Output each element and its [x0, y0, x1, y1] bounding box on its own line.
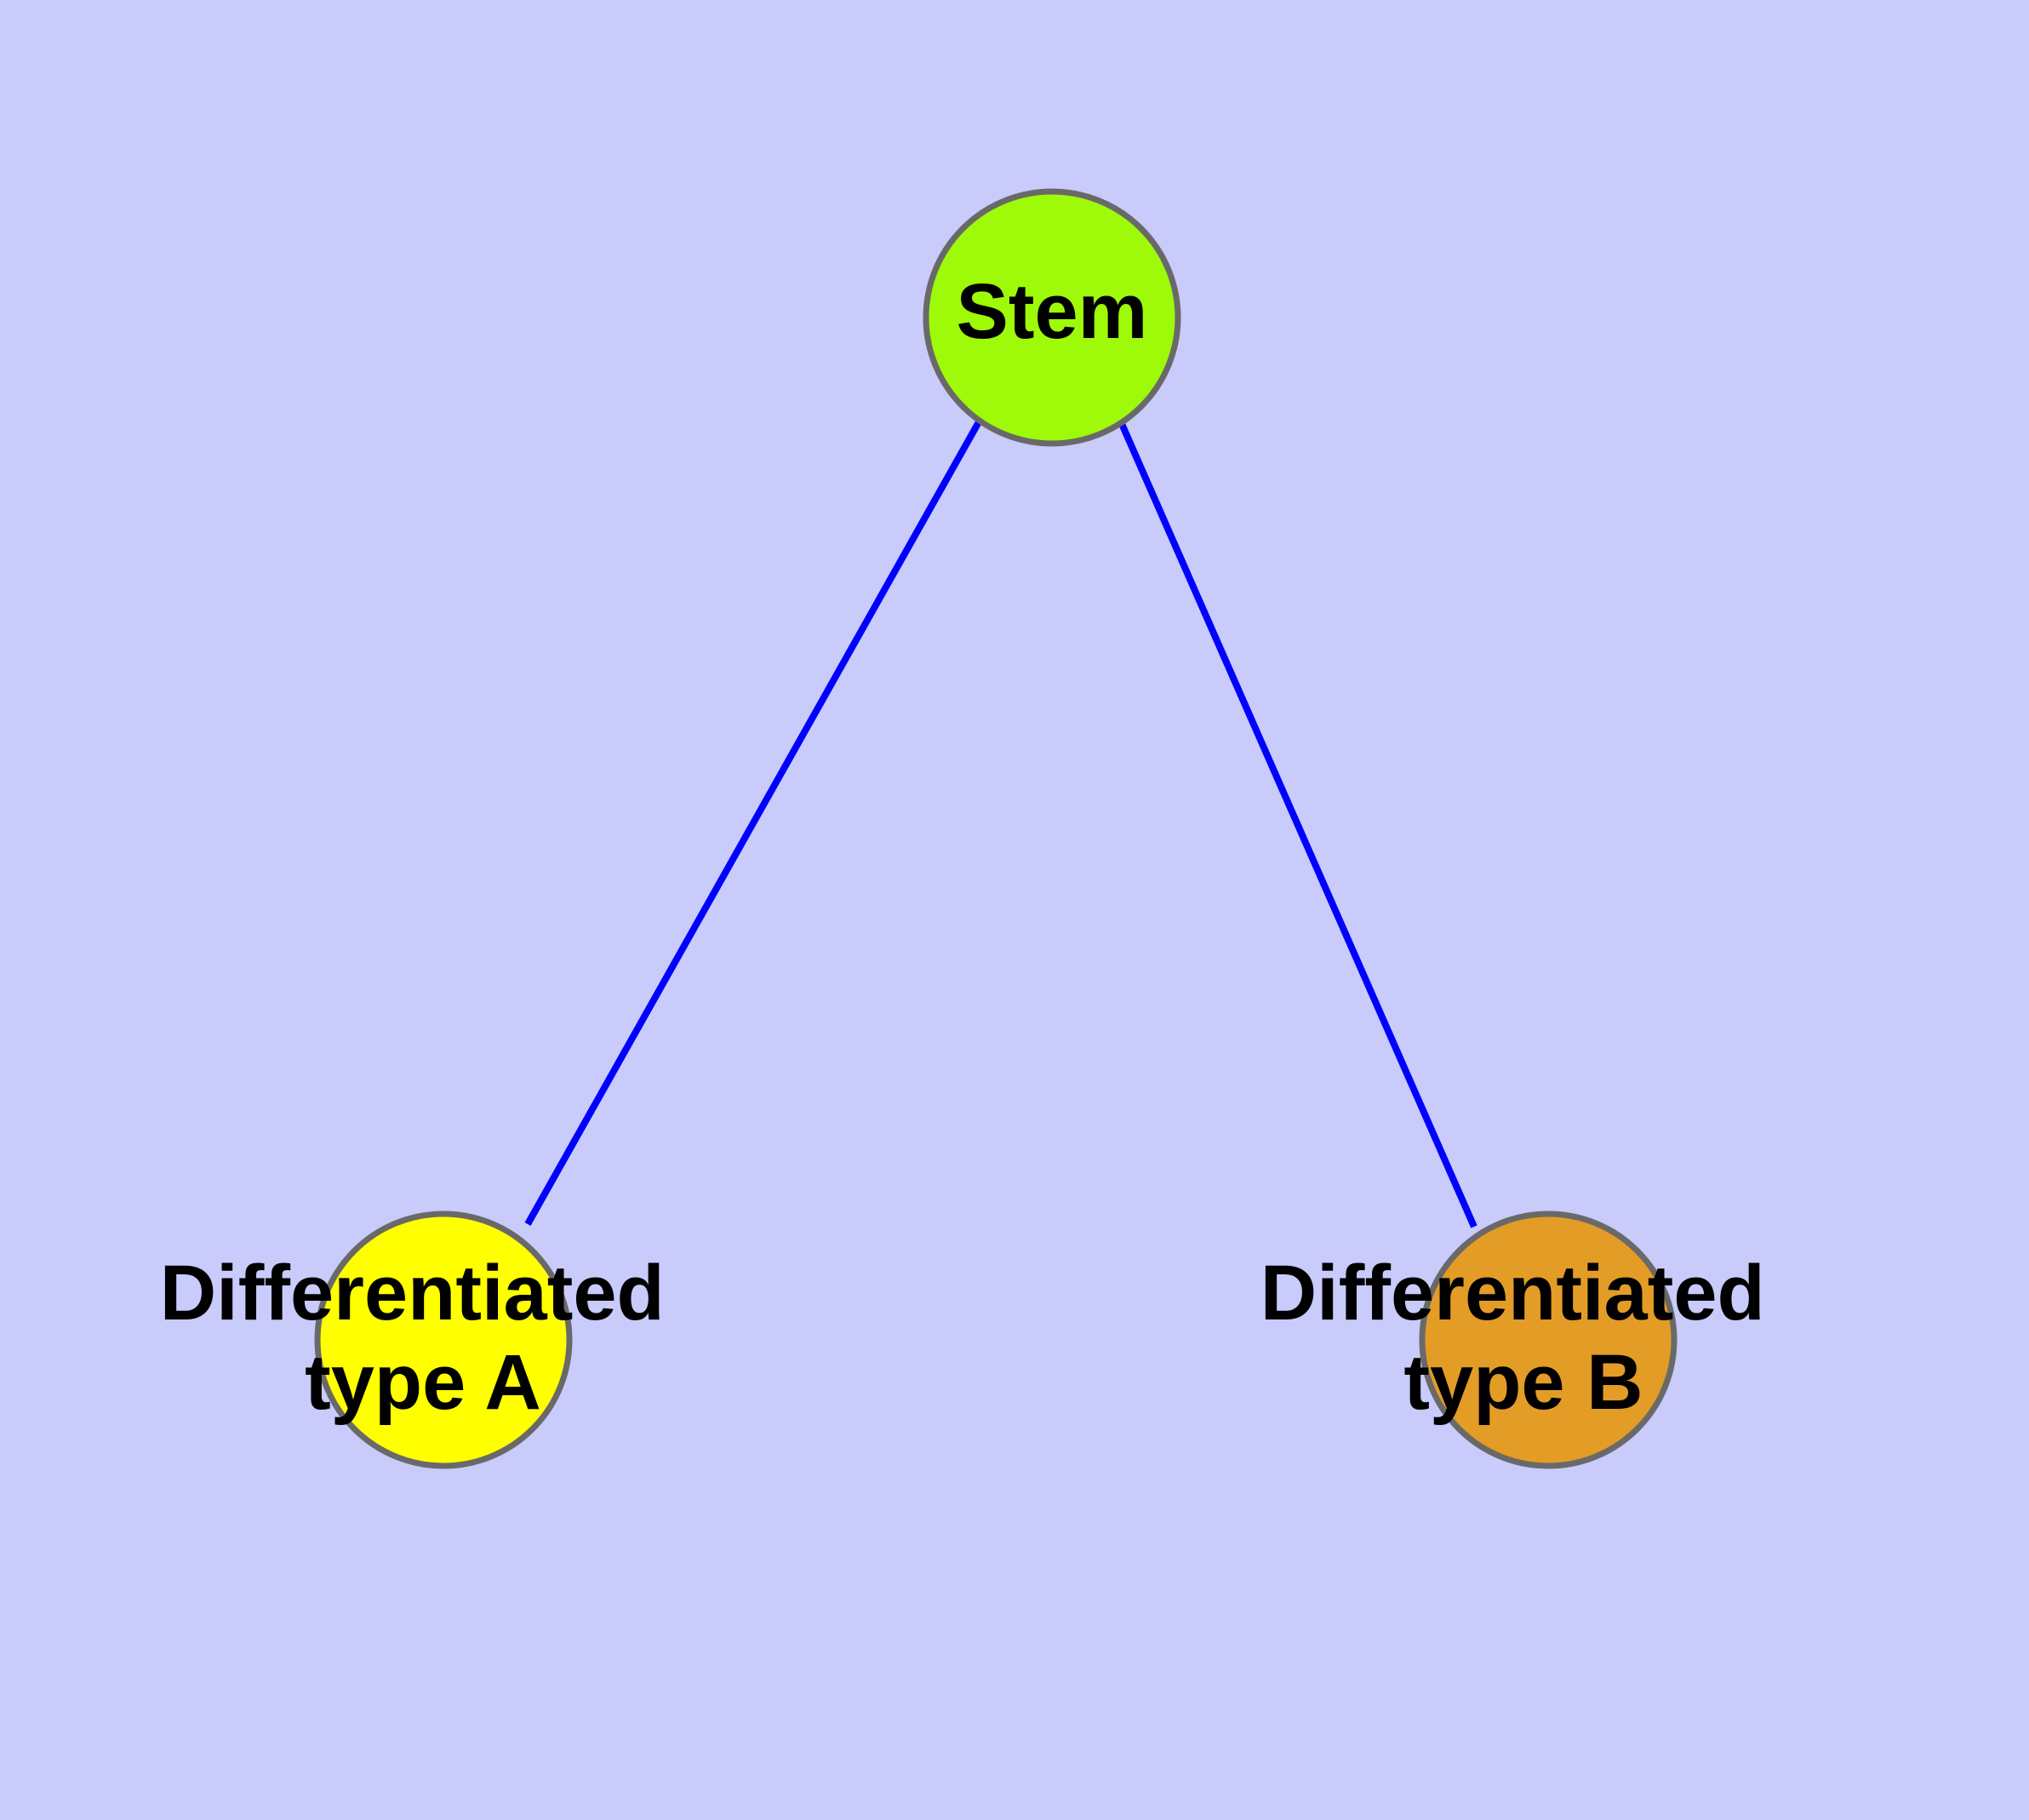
- node-differentiated-type-b-label: Differentiated type B: [1260, 1250, 1787, 1426]
- node-differentiated-type-a-label-line-1: Differentiated: [160, 1250, 665, 1336]
- node-differentiated-type-b-circle[interactable]: [1419, 1210, 1677, 1469]
- node-differentiated-type-b-label-line-2: type B: [1403, 1339, 1643, 1426]
- node-differentiated-type-a-circle[interactable]: [314, 1210, 573, 1469]
- nodes-layer: Stem Differentiated type A Differentiate…: [160, 188, 1787, 1469]
- node-stem[interactable]: Stem: [923, 188, 1181, 447]
- edges-layer: [524, 416, 1477, 1228]
- edge-stem-to-differentiated-type-a[interactable]: [524, 419, 983, 1226]
- node-differentiated-type-b-label-line-1: Differentiated: [1260, 1250, 1765, 1336]
- node-differentiated-type-b[interactable]: Differentiated type B: [1260, 1210, 1787, 1469]
- node-stem-label: Stem: [957, 268, 1148, 355]
- node-differentiated-type-a[interactable]: Differentiated type A: [160, 1210, 687, 1469]
- node-stem-circle[interactable]: [923, 188, 1181, 447]
- node-stem-label-line-1: Stem: [957, 268, 1148, 355]
- edge-stem-to-differentiated-type-b[interactable]: [1116, 416, 1477, 1228]
- node-differentiated-type-a-label: Differentiated type A: [160, 1250, 687, 1426]
- node-differentiated-type-a-label-line-2: type A: [305, 1339, 541, 1426]
